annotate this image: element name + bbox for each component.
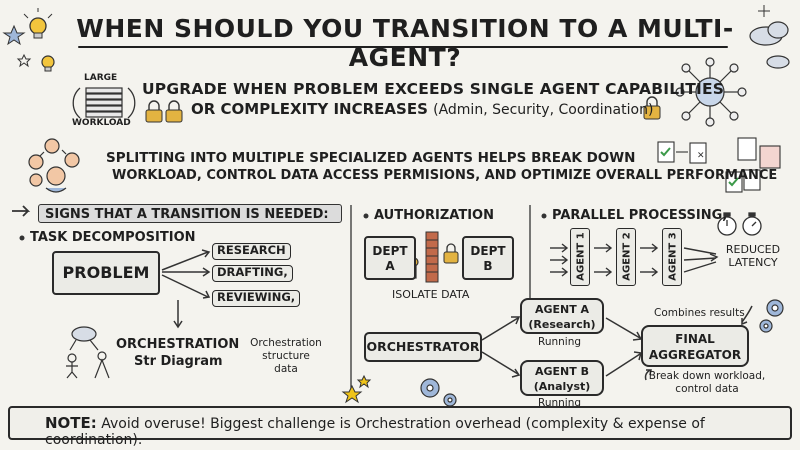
final-aggregator-line: FINAL (675, 332, 715, 346)
problem-box: PROBLEM (52, 251, 160, 295)
agent-2-label: AGENT 2 (621, 232, 633, 281)
agent-b-label: AGENT B (535, 365, 589, 378)
note-label: NOTE: (45, 414, 97, 432)
workload-label: WORKLOAD (72, 118, 131, 128)
agent-3-box: AGENT 3 (662, 228, 682, 286)
gear-icon (420, 378, 457, 407)
cloud-icon (749, 21, 789, 46)
agent-a-role: (Research) (528, 318, 596, 331)
splitting-line1: SPLITTING INTO MULTIPLE SPECIALIZED AGEN… (106, 150, 636, 166)
task-drafting: DRAFTING, (212, 265, 293, 282)
firewall-icon (425, 231, 439, 283)
agent-2-box: AGENT 2 (616, 228, 636, 286)
orchestration-title: ORCHESTRATION (116, 337, 240, 352)
agent-a-box: AGENT A (Research) (520, 298, 604, 334)
breakdown-line: control data (675, 383, 739, 395)
breakdown-line: Break down workload, (648, 370, 766, 382)
task-research: RESEARCH (212, 243, 291, 260)
agent-b-role: (Analyst) (533, 380, 591, 393)
orchestration-note-line: data (274, 363, 298, 375)
task-decomposition-heading: TASK DECOMPOSITION (30, 230, 196, 245)
problem-arrows (161, 249, 211, 329)
dept-b-label: DEPT (470, 244, 506, 258)
lock-icon (145, 100, 163, 123)
reduced-latency-line: LATENCY (728, 256, 778, 269)
orchestration-note: Orchestration structure data (244, 337, 328, 376)
agent-1-label: AGENT 1 (575, 232, 587, 281)
title-underline (78, 46, 728, 48)
upgrade-line2-paren: (Admin, Security, Coordination) (433, 102, 654, 118)
lock-icon (165, 100, 183, 123)
cloud-icon (766, 55, 790, 69)
star-icon (356, 374, 372, 389)
agent-1-box: AGENT 1 (570, 228, 590, 286)
note-box (8, 406, 792, 440)
final-aggregator-box: FINAL AGGREGATOR (641, 325, 749, 367)
gear-icon (759, 299, 784, 333)
dept-a-letter: A (385, 259, 395, 273)
orchestration-subtitle: Str Diagram (134, 354, 223, 369)
workload-stack-icon (85, 87, 123, 118)
reduced-latency-line: REDUCED (725, 243, 781, 256)
star-icon (2, 24, 26, 46)
agent-3-label: AGENT 3 (667, 232, 679, 281)
lightbulb-icon (23, 8, 53, 39)
dept-a-label: DEPT (372, 244, 408, 258)
breakdown-label: Break down workload, control data (648, 370, 766, 396)
orchestrator-box: ORCHESTRATOR (364, 332, 482, 362)
agent-a-status: Running (538, 336, 582, 348)
parallel-heading: PARALLEL PROCESSING, (552, 208, 728, 223)
stopwatch-icon (717, 212, 762, 236)
network-icon (675, 57, 747, 127)
upgrade-line2: OR COMPLEXITY INCREASES (Admin, Security… (191, 100, 653, 118)
signs-header: SIGNS THAT A TRANSITION IS NEEDED: (38, 204, 342, 223)
lock-icon (643, 96, 661, 120)
orchestration-note-line: Orchestration (250, 337, 322, 349)
star-icon (16, 53, 32, 68)
workload-large-label: LARGE (84, 73, 118, 83)
note-body: Avoid overuse! Biggest challenge is Orch… (45, 416, 705, 448)
splitting-line2: WORKLOAD, CONTROL DATA ACCESS PERMISIONS… (112, 168, 778, 183)
orchestration-note-line: structure (262, 350, 310, 362)
upgrade-line1: UPGRADE WHEN PROBLEM EXCEEDS SINGLE AGEN… (142, 80, 725, 98)
document-check-icon: ✕ (657, 141, 707, 164)
note-text: NOTE: Avoid overuse! Biggest challenge i… (45, 414, 800, 448)
star-icon (341, 384, 363, 404)
authorization-heading: AUTHORIZATION (374, 208, 494, 223)
reduced-latency-label: REDUCED LATENCY (718, 243, 788, 269)
combines-results-label: Combines results (654, 307, 745, 319)
dept-b-letter: B (483, 259, 493, 273)
people-icon (28, 138, 80, 193)
final-aggregator-line: AGGREGATOR (648, 348, 742, 362)
lightbulb-icon (41, 55, 55, 72)
arrow-right-icon (12, 205, 31, 217)
dept-b-box: DEPT B (462, 236, 514, 280)
isolate-data-label: ISOLATE DATA (392, 288, 470, 301)
cycle-arrow-icon (72, 87, 136, 119)
dept-a-box: DEPT A (364, 236, 416, 280)
document-icon (725, 137, 781, 193)
svg-text:✕: ✕ (697, 151, 705, 161)
lock-icon (443, 243, 459, 264)
agent-b-box: AGENT B (Analyst) (520, 360, 604, 396)
agent-a-label: AGENT A (534, 303, 590, 316)
task-reviewing: REVIEWING, (212, 290, 301, 307)
upgrade-line2-main: OR COMPLEXITY INCREASES (191, 100, 428, 118)
orchestration-diagram-icon (66, 326, 110, 379)
